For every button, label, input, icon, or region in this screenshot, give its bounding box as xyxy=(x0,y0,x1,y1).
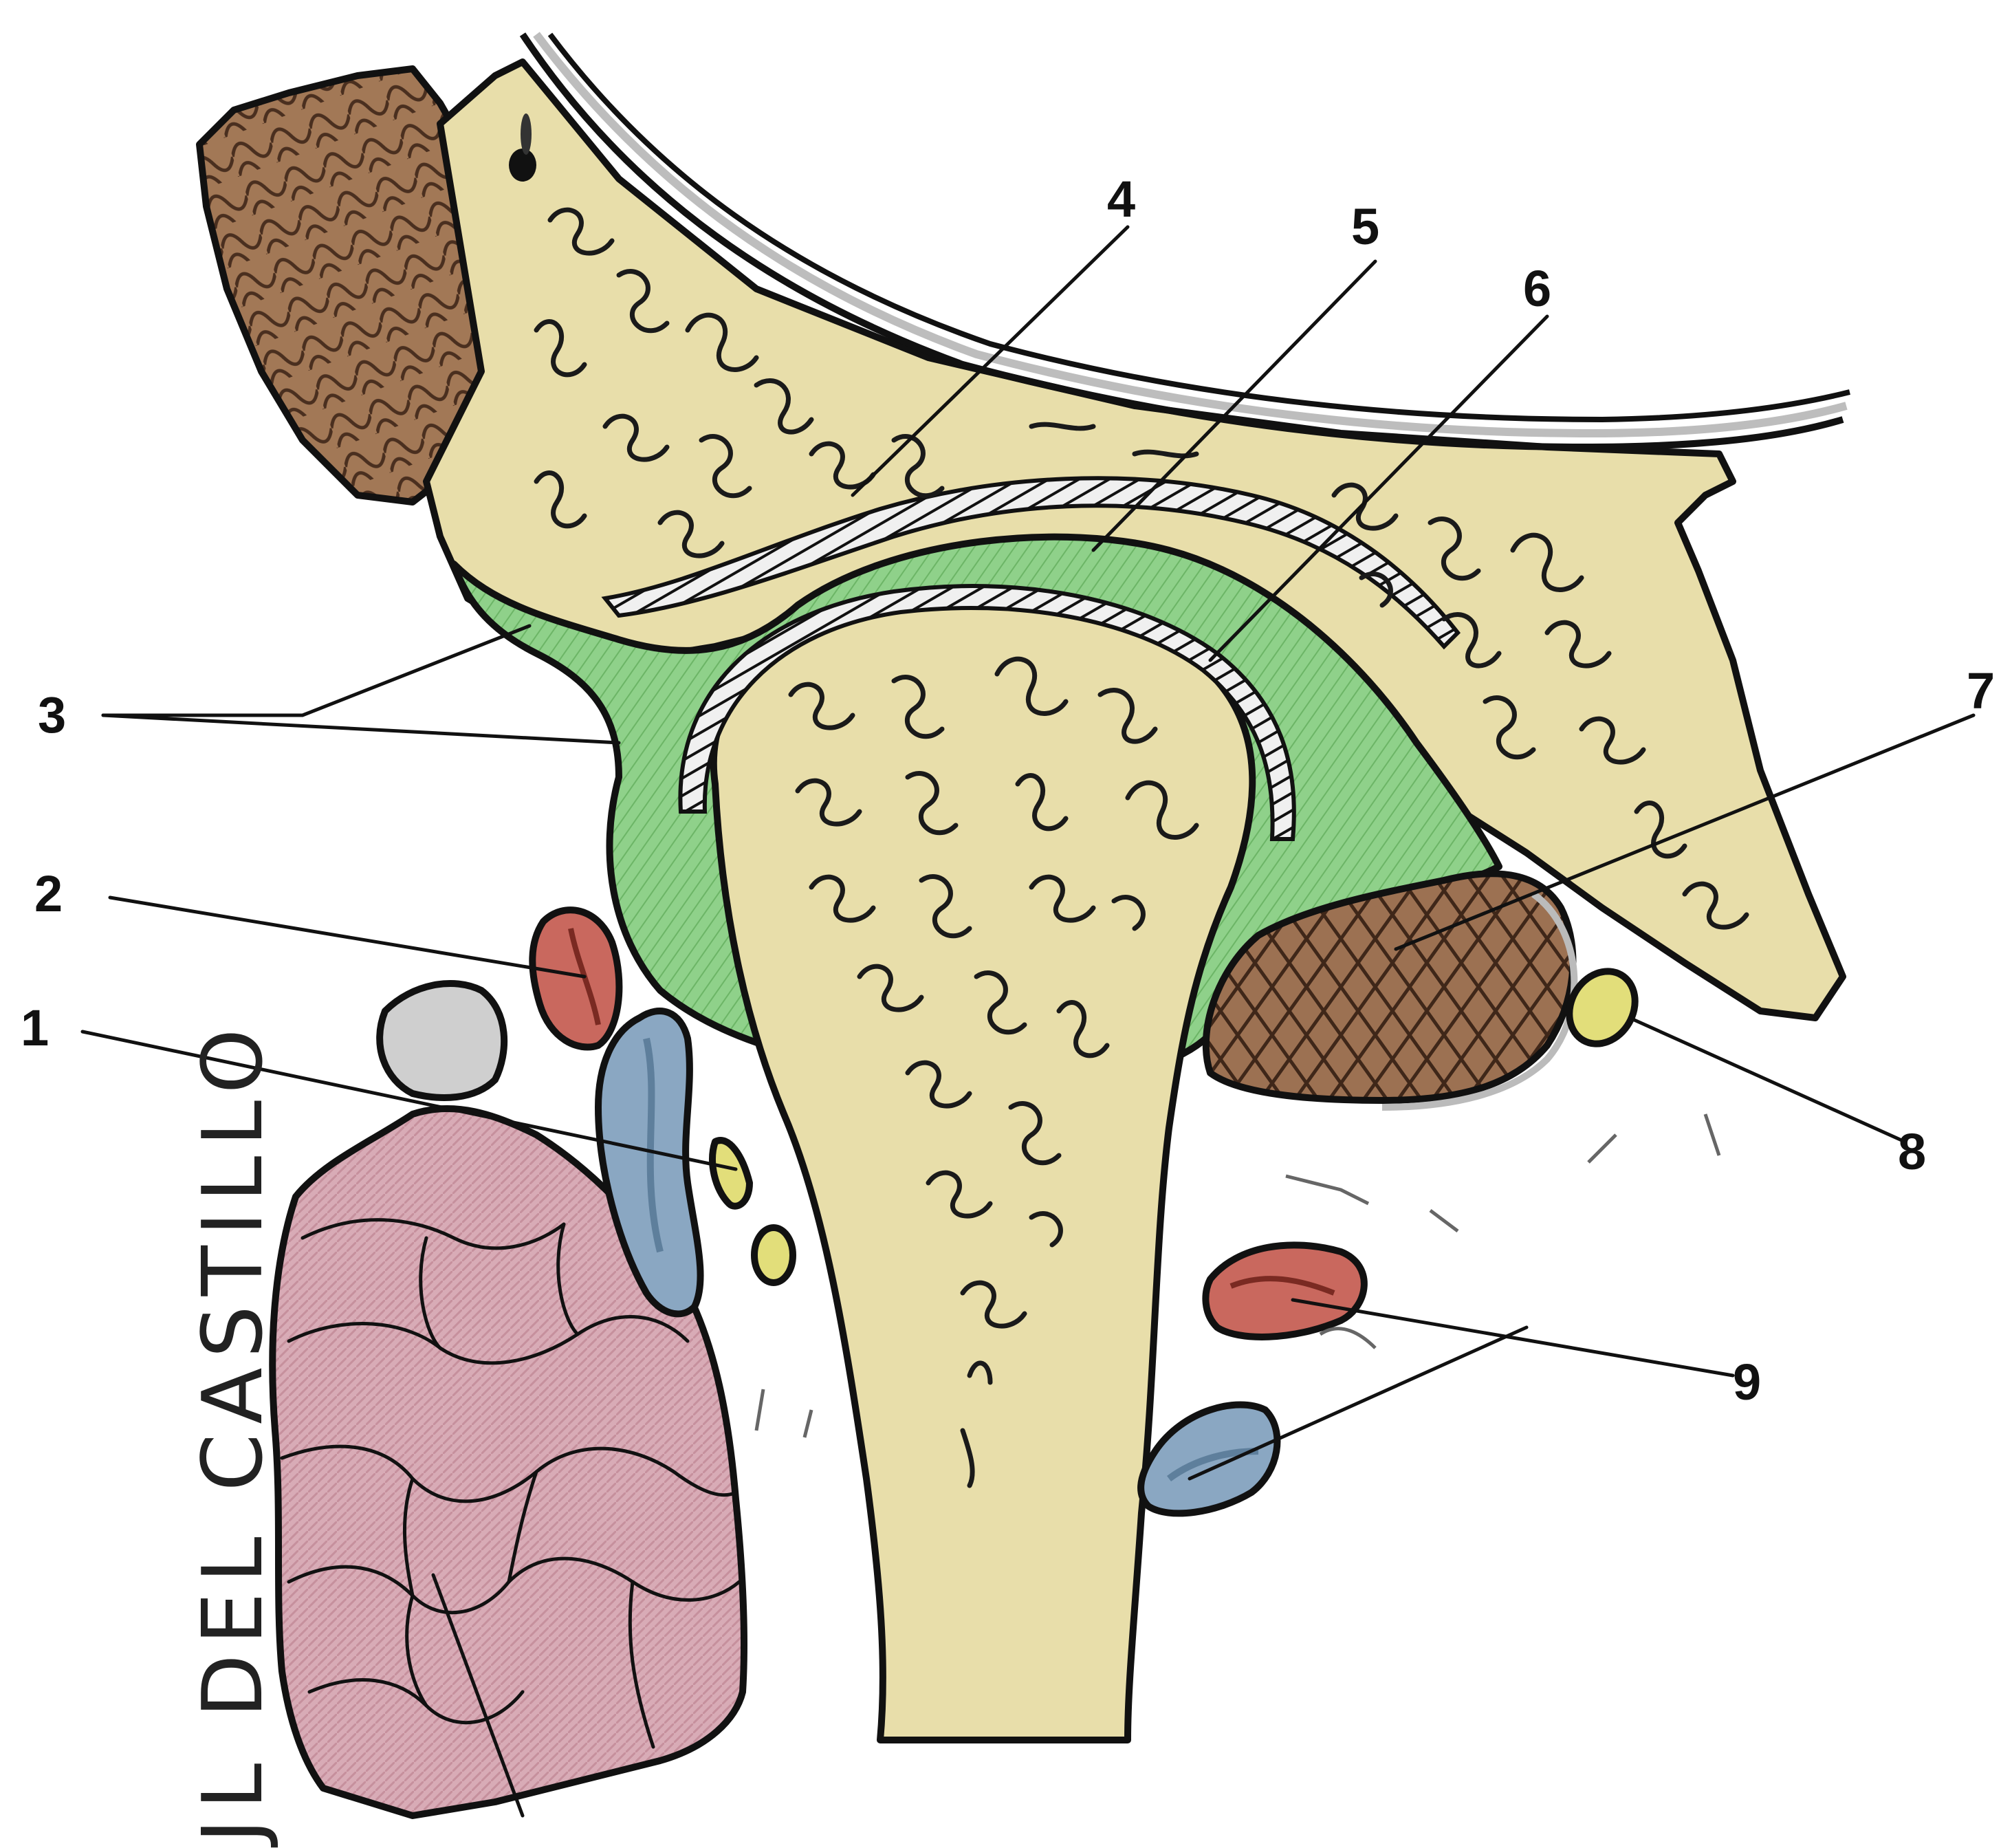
label-1: 1 xyxy=(21,999,49,1056)
label-4: 4 xyxy=(1107,171,1135,228)
label-6: 6 xyxy=(1523,260,1551,317)
label-2: 2 xyxy=(34,865,63,922)
artery-9 xyxy=(1205,1245,1364,1337)
artery-2 xyxy=(532,910,619,1047)
label-7: 7 xyxy=(1967,662,1995,719)
artist-signature: JL DEL CASTILLO xyxy=(186,1019,281,1848)
lymph-node xyxy=(380,983,504,1098)
mandibular-condyle xyxy=(714,602,1253,1740)
nerve-1b xyxy=(754,1228,793,1283)
nerve-1 xyxy=(712,1140,750,1206)
label-3: 3 xyxy=(38,686,66,743)
label-8: 8 xyxy=(1898,1123,1926,1180)
label-5: 5 xyxy=(1351,198,1379,255)
label-9: 9 xyxy=(1733,1354,1761,1411)
